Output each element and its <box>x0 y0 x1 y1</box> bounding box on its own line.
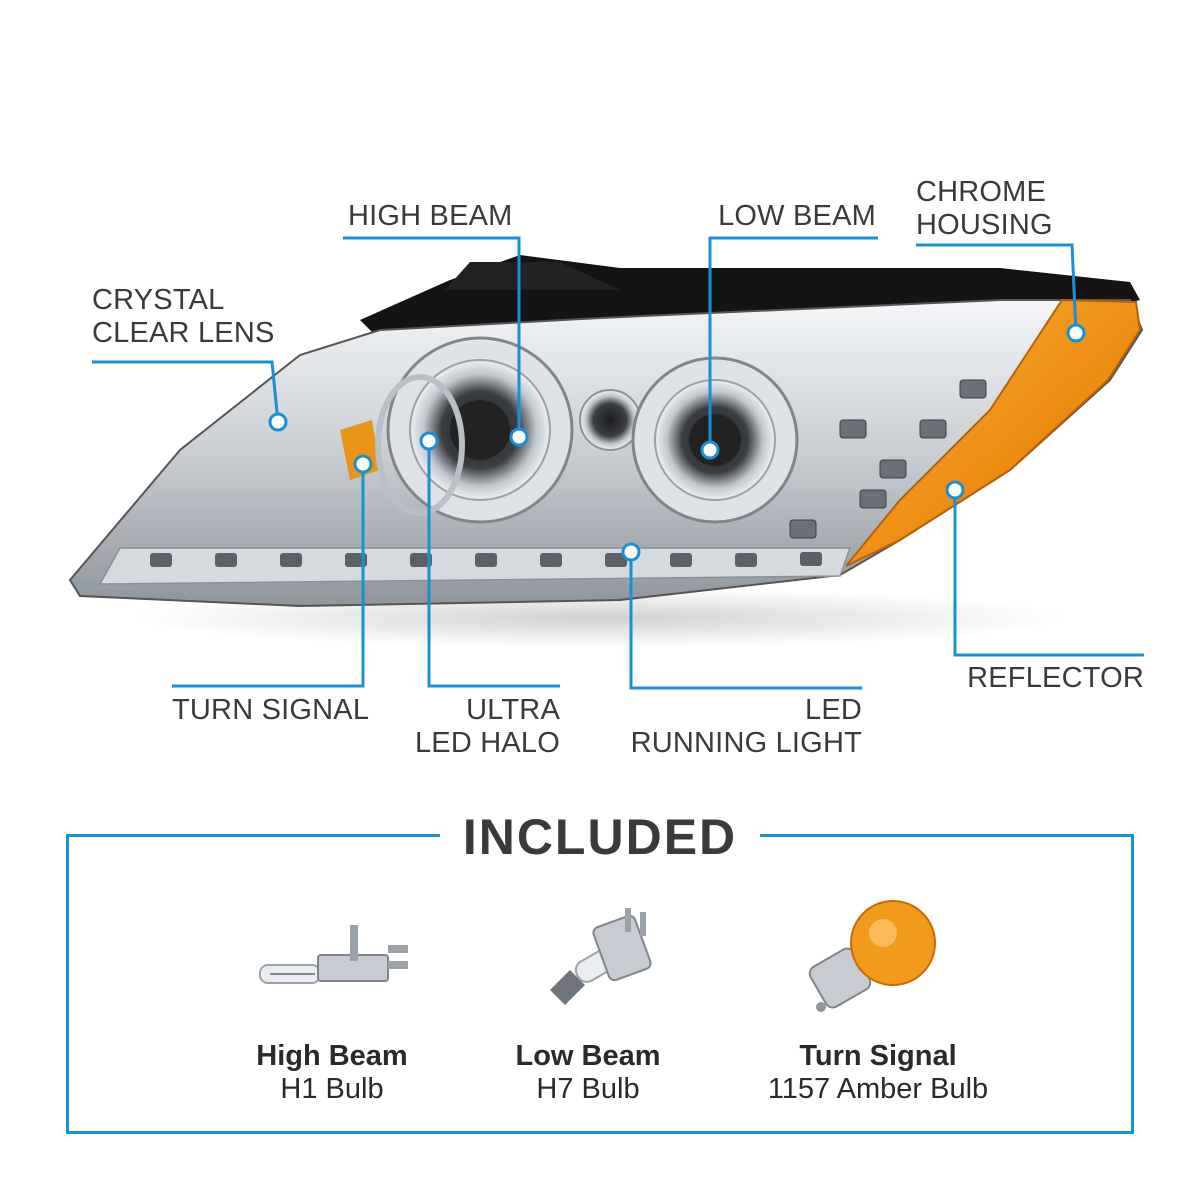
label-turn-signal: TURN SIGNAL <box>172 694 370 726</box>
amber-1157-bulb-icon <box>808 900 936 1012</box>
label-low-beam: LOW BEAM <box>718 200 876 232</box>
label-chrome-housing: CHROME HOUSING <box>916 176 1053 241</box>
label-crystal-clear-lens: CRYSTAL CLEAR LENS <box>92 284 275 349</box>
included-item-low-beam: Low Beam H7 Bulb <box>488 1040 688 1106</box>
included-item-bulb: 1157 Amber Bulb <box>767 1073 989 1105</box>
label-ultra-led-halo: ULTRA LED HALO <box>414 694 560 759</box>
included-item-high-beam: High Beam H1 Bulb <box>232 1040 432 1106</box>
callout-lines <box>92 236 1144 690</box>
headlight-illustration <box>68 255 1144 648</box>
label-high-beam: HIGH BEAM <box>348 200 513 232</box>
label-reflector: REFLECTOR <box>967 662 1144 694</box>
included-item-name: High Beam <box>256 1040 408 1072</box>
included-title: INCLUDED <box>440 806 760 868</box>
h1-bulb-icon <box>259 925 408 984</box>
included-item-bulb: H7 Bulb <box>536 1073 640 1105</box>
included-item-name: Turn Signal <box>799 1040 957 1072</box>
included-item-turn-signal: Turn Signal 1157 Amber Bulb <box>738 1040 1018 1106</box>
label-led-running-light: LED RUNNING LIGHT <box>630 694 862 759</box>
included-item-name: Low Beam <box>515 1040 661 1072</box>
included-item-bulb: H1 Bulb <box>280 1073 384 1105</box>
h7-bulb-icon <box>550 908 652 1005</box>
